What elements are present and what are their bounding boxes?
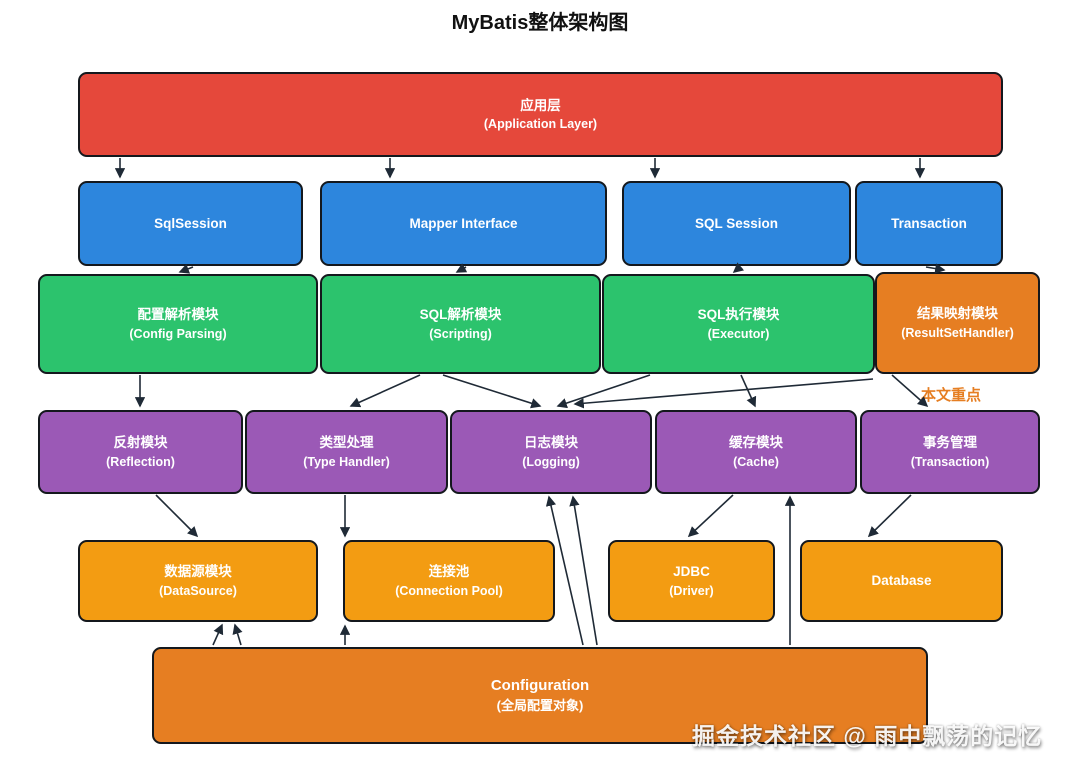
arrow-reflection-datasource — [155, 494, 199, 538]
box-label: 缓存模块 — [729, 435, 783, 451]
box-type-handler: 类型处理 (Type Handler) — [245, 410, 448, 494]
arrow-sqlsession-configparsing — [178, 263, 194, 274]
box-label: 数据源模块 — [164, 564, 232, 580]
box-sublabel: (Config Parsing) — [129, 326, 227, 341]
box-executor: SQL执行模块 (Executor) — [602, 274, 875, 374]
arrow-configuration-logging-2 — [569, 495, 598, 646]
box-sublabel: (Type Handler) — [303, 454, 390, 469]
watermark: 掘金技术社区 @ 雨中飘荡的记忆 — [692, 723, 1043, 749]
box-label: SQL Session — [694, 215, 779, 231]
box-sublabel: (Driver) — [669, 583, 714, 598]
box-label: 配置解析模块 — [137, 307, 219, 323]
arrow-executor-logging — [556, 374, 651, 409]
box-sublabel: (DataSource) — [159, 583, 237, 598]
diagram-title: MyBatis整体架构图 — [451, 12, 629, 34]
box-label: JDBC — [673, 564, 710, 580]
box-configuration: Configuration (全局配置对象) — [152, 647, 928, 744]
box-jdbc-driver: JDBC (Driver) — [608, 540, 775, 622]
arrow-configuration-datasource-2 — [232, 623, 243, 646]
box-sublabel: (Reflection) — [106, 454, 175, 469]
box-reflection: 反射模块 (Reflection) — [38, 410, 243, 494]
box-sqlsession: SqlSession — [78, 181, 303, 266]
annotation-highlight: 本文重点 — [921, 387, 982, 404]
arrow-executor-cache — [740, 374, 757, 408]
box-label: 类型处理 — [319, 435, 374, 451]
box-sublabel: (Logging) — [522, 454, 580, 469]
box-datasource: 数据源模块 (DataSource) — [78, 540, 318, 622]
box-label: 反射模块 — [113, 435, 168, 451]
box-database: Database — [800, 540, 1003, 622]
box-label: 连接池 — [428, 564, 470, 580]
box-sublabel: (全局配置对象) — [496, 697, 584, 713]
arrow-transaction-resultset — [925, 263, 946, 274]
box-label: SQL解析模块 — [419, 307, 502, 323]
arrow-scripting-typehandler — [349, 374, 421, 408]
box-label: 应用层 — [520, 97, 561, 113]
box-logging: 日志模块 (Logging) — [450, 410, 652, 494]
box-sublabel: (Transaction) — [910, 454, 990, 469]
box-sublabel: (ResultSetHandler) — [901, 325, 1014, 340]
box-label: Mapper Interface — [409, 215, 518, 231]
arrow-txmgmt-database — [867, 494, 912, 538]
box-label: Transaction — [891, 215, 967, 231]
box-sublabel: (Scripting) — [429, 326, 492, 341]
box-application-layer: 应用层 (Application Layer) — [78, 72, 1003, 157]
arrow-resultset-logging — [573, 378, 874, 409]
arrow-cache-jdbc — [687, 494, 734, 538]
box-label: 事务管理 — [923, 435, 977, 451]
box-connection-pool: 连接池 (Connection Pool) — [343, 540, 555, 622]
box-cache: 缓存模块 (Cache) — [655, 410, 857, 494]
arrow-sqlsession2-executor — [732, 262, 745, 273]
box-label: SqlSession — [154, 215, 227, 231]
box-sql-session: SQL Session — [622, 181, 851, 266]
box-resultset-handler: 结果映射模块 (ResultSetHandler) — [875, 272, 1040, 374]
box-label: SQL执行模块 — [697, 307, 780, 323]
box-sublabel: (Connection Pool) — [395, 583, 503, 598]
box-sublabel: (Executor) — [707, 326, 770, 341]
box-label: Database — [871, 573, 932, 589]
box-sublabel: (Cache) — [733, 454, 779, 469]
box-label: 结果映射模块 — [917, 306, 998, 322]
box-scripting: SQL解析模块 (Scripting) — [320, 274, 601, 374]
box-label: Configuration — [490, 677, 590, 695]
box-config-parsing: 配置解析模块 (Config Parsing) — [38, 274, 318, 374]
box-transaction: Transaction — [855, 181, 1003, 266]
arrow-configuration-datasource-1 — [212, 623, 224, 646]
box-transaction-mgmt: 事务管理 (Transaction) — [860, 410, 1040, 494]
box-label: 日志模块 — [524, 435, 578, 451]
box-mapper-interface: Mapper Interface — [320, 181, 607, 266]
arrow-scripting-logging — [442, 374, 542, 409]
arrow-mapper-scripting — [455, 263, 468, 273]
box-sublabel: (Application Layer) — [483, 117, 598, 132]
